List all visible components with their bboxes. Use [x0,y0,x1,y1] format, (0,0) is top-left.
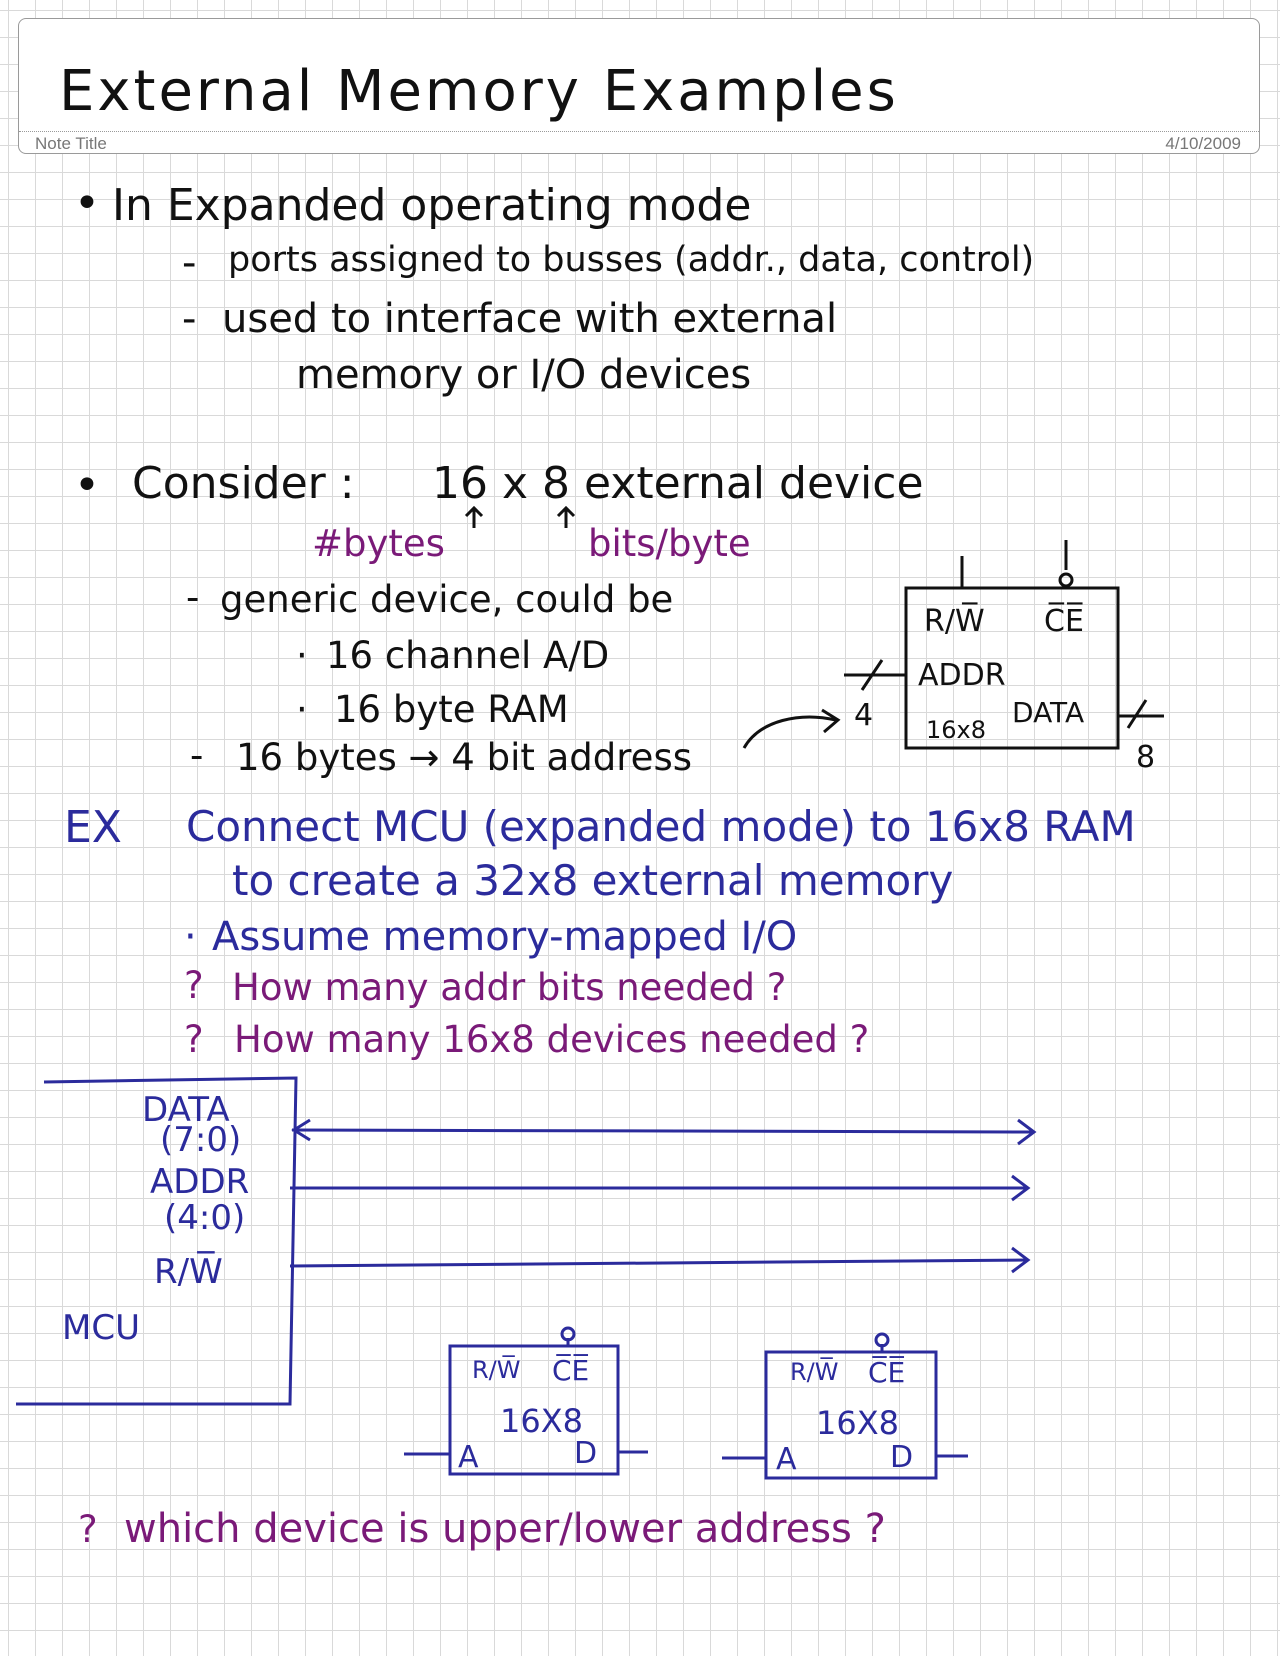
chip1-size-label: 16X8 [500,1402,583,1440]
mcu-data-range: (7:0) [160,1120,242,1160]
bytes-to-address-note: 16 bytes → 4 bit address [236,736,692,779]
device-ce-label: C̅E̅ [1044,604,1084,639]
chip1-rw-label: R/W̅ [472,1356,521,1384]
mcu-data-label: DATA [142,1090,230,1130]
note-date: 4/10/2009 [1165,134,1241,153]
bullet-dot: · [296,634,308,677]
ram-chip-1 [404,1326,648,1476]
example-label: EX [64,802,122,853]
bullet-expanded-mode: In Expanded operating mode [112,180,752,231]
chip2-ce-label: C̅E̅ [868,1356,906,1389]
question-mark: ? [78,1508,98,1551]
example-line-1: Connect MCU (expanded mode) to 16x8 RAM [186,802,1136,851]
bullet-dot: • [74,178,100,229]
mcu-rw-label: R/W̅ [154,1252,223,1292]
device-size-label: 16x8 [926,716,987,744]
question-mark: ? [184,1018,204,1061]
chip1-a-label: A [458,1440,479,1475]
sub-bullet-ports: ports assigned to busses (addr., data, c… [228,240,1035,280]
mcu-addr-range: (4:0) [164,1198,246,1238]
chip2-d-label: D [890,1440,914,1475]
question-mark: ? [184,964,204,1007]
sub-bullet-interface: used to interface with external [222,296,838,342]
device-data-label: DATA [1012,696,1085,729]
final-question: which device is upper/lower address ? [124,1506,886,1552]
dash: - [182,296,197,342]
device-rw-label: R/W̅ [924,604,985,639]
mcu-block [16,1076,1037,1406]
chip2-rw-label: R/W̅ [790,1358,839,1386]
consider-label: Consider : [132,458,355,509]
annotation-arrows [464,505,576,528]
ram-chip-2 [722,1332,968,1480]
consider-device: 16 x 8 external device [432,458,924,509]
device-block [742,540,1164,750]
bullet-dot: · [184,914,197,960]
dash: - [182,240,197,286]
page-title: External Memory Examples [59,59,899,124]
bullet-dot: · [296,688,308,731]
dash: - [186,576,200,619]
generic-item-ad: 16 channel A/D [326,634,610,677]
dash: - [190,734,204,777]
annotation-bytes: #bytes [312,522,445,565]
mcu-label: MCU [62,1308,140,1348]
device-addr-label: ADDR [918,658,1006,693]
question-addr-bits: How many addr bits needed ? [232,966,787,1009]
chip2-a-label: A [776,1442,797,1477]
question-devices: How many 16x8 devices needed ? [234,1018,870,1061]
device-data-width: 8 [1136,740,1156,775]
annotation-bits-per-byte: bits/byte [588,522,751,565]
bullet-dot: • [74,460,100,511]
generic-item-ram: 16 byte RAM [334,688,569,731]
example-line-2: to create a 32x8 external memory [232,856,954,905]
chip1-ce-label: C̅E̅ [552,1354,590,1387]
sub-bullet-interface-cont: memory or I/O devices [296,352,752,398]
device-addr-width: 4 [854,698,874,733]
chip1-d-label: D [574,1436,598,1471]
note-title-label: Note Title [35,134,107,153]
note-header: External Memory Examples Note Title 4/10… [18,18,1260,154]
note-meta-row: Note Title 4/10/2009 [19,131,1259,154]
chip2-size-label: 16X8 [816,1404,899,1442]
mcu-addr-label: ADDR [150,1162,250,1202]
generic-device-note: generic device, could be [220,578,674,621]
assume-note: Assume memory-mapped I/O [212,914,798,960]
